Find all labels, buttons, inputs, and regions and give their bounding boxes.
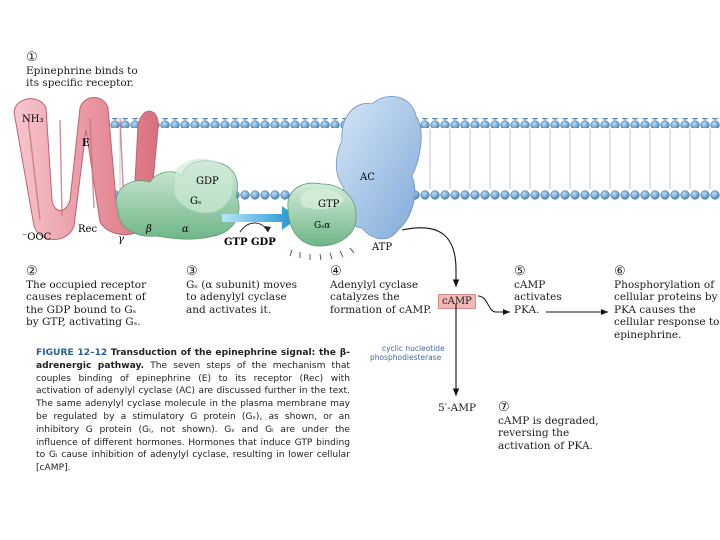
step-2-line-1: The occupied receptor xyxy=(26,279,147,291)
ac-label: AC xyxy=(359,172,375,183)
caption-body: The seven steps of the mechanism that co… xyxy=(36,360,350,474)
step-4: ④ Adenylyl cyclase catalyzes the formati… xyxy=(330,264,431,316)
camp-box: cAMP xyxy=(438,289,476,309)
step-7-line-1: cAMP is degraded, xyxy=(498,415,599,427)
figure-caption: FIGURE 12–12 Transduction of the epineph… xyxy=(36,347,350,475)
step-1-number: ① xyxy=(26,50,38,65)
step-7-number: ⑦ xyxy=(498,400,510,415)
step-1-line-1: Epinephrine binds to xyxy=(26,65,138,77)
nh3-label: NH₃ xyxy=(22,114,43,125)
gtp-label: GTP xyxy=(318,199,340,210)
step-5-line-1: cAMP xyxy=(514,279,546,291)
step-3-line-1: Gₛ (α subunit) moves xyxy=(186,279,298,291)
gdp-label: GDP xyxy=(196,176,219,187)
step-6-line-2: cellular proteins by xyxy=(614,291,718,304)
pathway-diagram: NH₃ E Rec ⁻OOC γ β α GDP Gₛ GTP GDP GTP … xyxy=(13,96,720,270)
gs-alpha-gtp xyxy=(287,182,357,247)
cytosolic-fringe xyxy=(289,247,355,261)
caption-figure-number: FIGURE 12–12 xyxy=(36,348,108,358)
step-3-line-2: to adenylyl cyclase xyxy=(186,291,287,304)
caption-title: Transduction of the epinephrine signal: … xyxy=(36,348,350,371)
step-2-line-4: by GTP, activating Gₛ. xyxy=(26,316,141,329)
step-6-line-5: epinephrine. xyxy=(614,328,682,341)
step-2-number: ② xyxy=(26,264,38,279)
step-5-line-2: activates xyxy=(514,291,562,304)
epinephrine-label: E xyxy=(82,138,90,149)
gs-alpha-label: Gₛα xyxy=(314,221,330,231)
phosphodiesterase-label: cyclic nucleotide phosphodiesterase xyxy=(370,344,445,362)
gtp-gdp-label: GTP GDP xyxy=(224,237,276,248)
step-6-line-1: Phosphorylation of xyxy=(614,279,715,291)
step-5: ⑤ cAMP activates PKA. xyxy=(514,264,562,316)
atp-to-camp-arrow xyxy=(401,227,457,270)
gamma-label: γ xyxy=(118,234,124,245)
step-6-line-4: cellular response to xyxy=(614,316,720,329)
step-3-number: ③ xyxy=(186,264,198,279)
step-5-number: ⑤ xyxy=(514,264,526,279)
step-4-line-1: Adenylyl cyclase xyxy=(330,279,419,291)
enzyme-line-1: cyclic nucleotide xyxy=(382,344,445,353)
camp-label: cAMP xyxy=(438,294,476,309)
activation-arrow xyxy=(222,206,298,230)
step-2-line-3: the GDP bound to Gₛ xyxy=(26,303,137,316)
step-1-line-2: its specific receptor. xyxy=(26,77,134,90)
step-3: ③ Gₛ (α subunit) moves to adenylyl cycla… xyxy=(186,264,297,316)
step-2: ② The occupied receptor causes replaceme… xyxy=(26,264,146,329)
alpha-label: α xyxy=(182,224,189,235)
beta-label: β xyxy=(145,224,152,235)
atp-label: ATP xyxy=(371,242,392,253)
step-4-number: ④ xyxy=(330,264,342,279)
step-6-line-3: PKA causes the xyxy=(614,303,696,316)
step-7: ⑦ cAMP is degraded, reversing the activa… xyxy=(498,400,599,452)
step-2-line-2: causes replacement of xyxy=(26,291,146,304)
step-1: ① Epinephrine binds to its specific rece… xyxy=(26,50,138,90)
receptor-label: Rec xyxy=(78,224,97,235)
step-4-line-2: catalyzes the xyxy=(330,291,400,304)
camp-to-pka-arrow xyxy=(477,295,510,315)
step-4-line-3: formation of cAMP. xyxy=(330,303,432,316)
ooc-label: ⁻OOC xyxy=(22,232,52,243)
g-protein xyxy=(115,158,240,240)
enzyme-line-2: phosphodiesterase xyxy=(370,353,442,362)
five-prime-amp-label: 5′-AMP xyxy=(438,402,477,414)
gs-label: Gₛ xyxy=(190,196,201,207)
step-6-number: ⑥ xyxy=(614,264,626,279)
step-3-line-3: and activates it. xyxy=(186,303,272,316)
step-7-line-2: reversing the xyxy=(498,427,570,440)
step-7-line-3: activation of PKA. xyxy=(498,439,593,452)
step-5-line-3: PKA. xyxy=(514,303,540,316)
step-6: ⑥ Phosphorylation of cellular proteins b… xyxy=(614,264,719,341)
